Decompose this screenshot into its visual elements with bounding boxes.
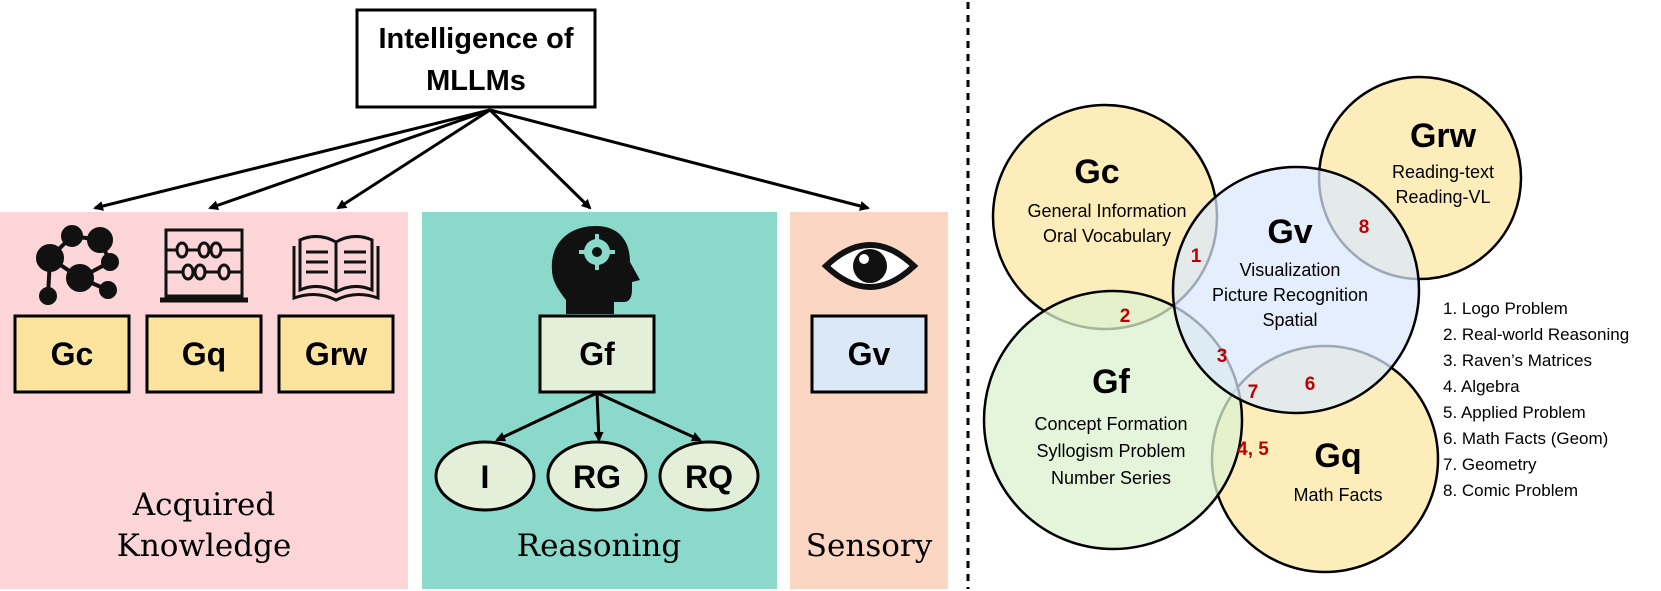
gf-child-i [434, 440, 536, 512]
legend-item: 8. Comic Problem [1443, 481, 1578, 500]
overlap-label-3: 3 [1217, 346, 1228, 367]
gf-child-i-label: I [481, 459, 490, 495]
gf-label: Gf [579, 336, 615, 372]
gc-label: Gc [51, 336, 94, 372]
gf-child-rg [546, 440, 648, 512]
gq-label: Gq [182, 336, 226, 372]
gf-child-rg-label: RG [573, 459, 621, 495]
gq-box [145, 314, 263, 394]
overlap-label-8: 8 [1359, 217, 1370, 238]
venn-gf-title: Gf [1092, 363, 1130, 401]
legend-item: 7. Geometry [1443, 455, 1537, 474]
eye-icon [821, 242, 919, 290]
venn-gv-title: Gv [1267, 213, 1312, 251]
legend-item: 2. Real-world Reasoning [1443, 325, 1629, 344]
gf-child-arrows [495, 391, 702, 442]
overlap-label-7: 7 [1248, 382, 1259, 403]
venn-diagram: Gc General Information Oral Vocabulary G… [982, 75, 1629, 574]
overlap-label-1: 1 [1191, 246, 1202, 267]
venn-legend: 1. Logo Problem 2. Real-world Reasoning … [1443, 299, 1629, 500]
venn-gf-line2: Syllogism Problem [1036, 441, 1185, 461]
acquired-title-line1: Acquired [132, 487, 275, 523]
legend-item: 1. Logo Problem [1443, 299, 1568, 318]
gf-child-rq [658, 440, 760, 512]
legend-item: 6. Math Facts (Geom) [1443, 429, 1608, 448]
legend-item: 4. Algebra [1443, 377, 1520, 396]
gc-box [13, 314, 131, 394]
root-arrows [93, 108, 870, 211]
grw-box [277, 314, 395, 394]
root-label-line1: Intelligence of [379, 23, 574, 55]
head-gear-icon [551, 226, 640, 314]
book-icon [292, 235, 380, 302]
overlap-label-2: 2 [1120, 306, 1131, 327]
network-icon [36, 225, 119, 305]
gv-box [810, 314, 928, 394]
venn-gf-line1: Concept Formation [1034, 414, 1187, 434]
venn-gq-title: Gq [1314, 437, 1361, 475]
venn-gq-line1: Math Facts [1293, 485, 1382, 505]
venn-gv-line2: Picture Recognition [1212, 285, 1368, 305]
sensory-title: Sensory [806, 528, 933, 564]
root-label-line2: MLLMs [426, 65, 526, 97]
venn-gc-title: Gc [1074, 153, 1119, 191]
arrow-to-gq [208, 108, 491, 211]
arrow-to-gv [489, 108, 870, 211]
overlap-label-6: 6 [1305, 374, 1316, 395]
gv-label: Gv [848, 336, 891, 372]
taxonomy-tree: Intelligence of MLLMs [0, 8, 948, 589]
arrow-to-grw [336, 108, 491, 210]
venn-gc-line1: General Information [1027, 201, 1186, 221]
acquired-title-line2: Knowledge [117, 528, 292, 564]
venn-grw-line2: Reading-VL [1395, 187, 1490, 207]
abacus-icon [160, 228, 248, 303]
overlap-label-4-5: 4, 5 [1237, 439, 1269, 460]
root-box [355, 8, 597, 109]
gf-circle [982, 289, 1244, 551]
venn-gv-line3: Spatial [1262, 310, 1317, 330]
gf-child-rq-label: RQ [685, 459, 733, 495]
venn-gv-line1: Visualization [1240, 260, 1341, 280]
venn-gc-line2: Oral Vocabulary [1043, 226, 1171, 246]
venn-grw-line1: Reading-text [1392, 162, 1494, 182]
legend-item: 5. Applied Problem [1443, 403, 1586, 422]
grw-label: Grw [305, 336, 367, 372]
venn-grw-title: Grw [1410, 117, 1477, 155]
gv-circle [1171, 165, 1421, 415]
arrow-to-gf [488, 108, 592, 210]
legend-item: 3. Raven’s Matrices [1443, 351, 1592, 370]
gf-box [538, 314, 656, 394]
reasoning-title: Reasoning [517, 528, 681, 564]
arrow-to-gc [93, 108, 491, 211]
venn-gf-line3: Number Series [1051, 468, 1171, 488]
